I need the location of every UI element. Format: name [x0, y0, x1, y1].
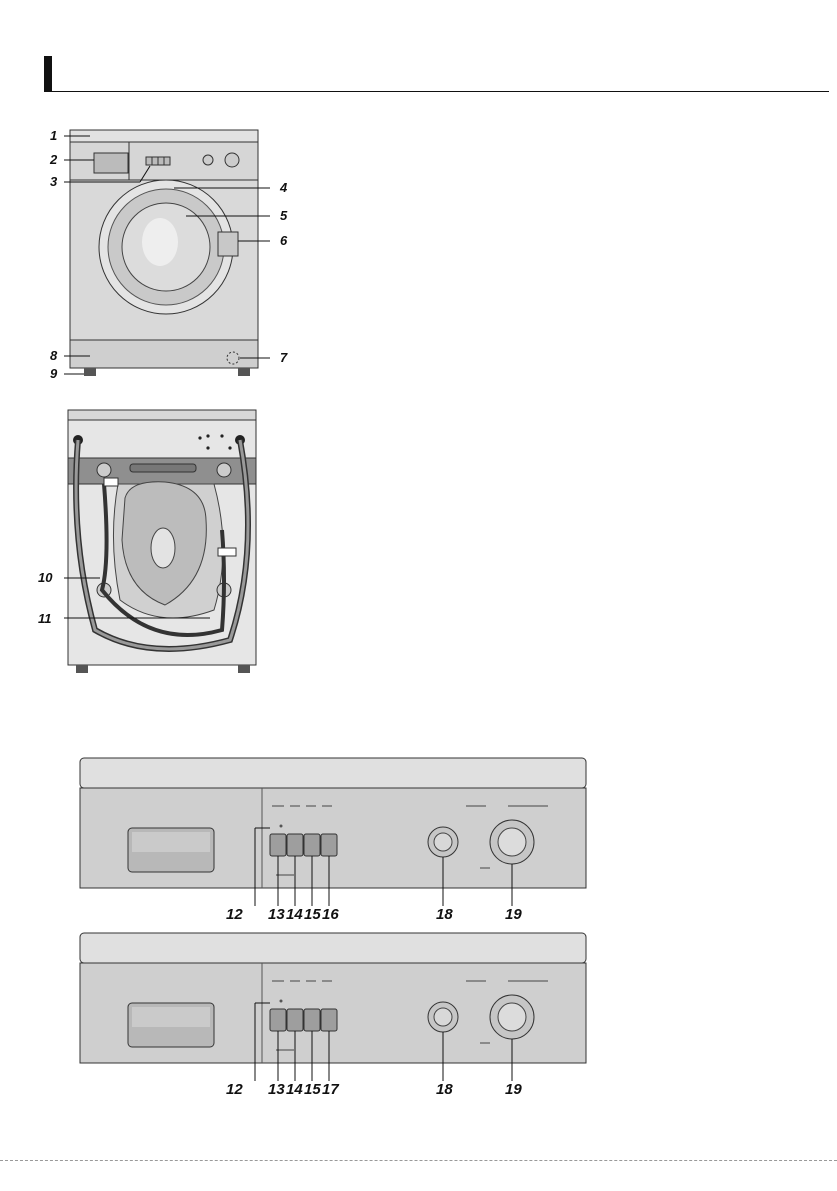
section-header-rule [44, 91, 829, 92]
panel-a-callout-18: 18 [436, 908, 453, 922]
panel-b-callout-13: 13 [268, 1083, 285, 1097]
page-bottom-rule [0, 1160, 837, 1161]
section-header-marker [44, 56, 52, 92]
panel-a-callout-16: 16 [322, 908, 339, 922]
callout-11: 11 [38, 612, 52, 626]
rear-view-illustration [0, 400, 300, 685]
panel-b-callout-14: 14 [286, 1083, 303, 1097]
callout-1: 1 [50, 129, 57, 143]
callout-7: 7 [280, 351, 287, 365]
control-panel-a [0, 750, 600, 930]
callout-9: 9 [50, 367, 57, 381]
callout-10: 10 [38, 571, 52, 585]
panel-b-callout-17: 17 [322, 1083, 339, 1097]
control-panel-b [0, 925, 600, 1105]
callout-2: 2 [50, 153, 57, 167]
front-view-illustration [0, 120, 300, 390]
callout-3: 3 [50, 175, 57, 189]
panel-b-callout-19: 19 [505, 1083, 522, 1097]
panel-b-callout-12: 12 [226, 1083, 243, 1097]
panel-a-callout-13: 13 [268, 908, 285, 922]
callout-5: 5 [280, 209, 287, 223]
panel-a-callout-12: 12 [226, 908, 243, 922]
panel-b-callout-18: 18 [436, 1083, 453, 1097]
panel-a-callout-14: 14 [286, 908, 303, 922]
callout-6: 6 [280, 234, 287, 248]
panel-a-callout-15: 15 [304, 908, 321, 922]
callout-8: 8 [50, 349, 57, 363]
callout-4: 4 [280, 181, 287, 195]
panel-a-callout-19: 19 [505, 908, 522, 922]
panel-b-callout-15: 15 [304, 1083, 321, 1097]
